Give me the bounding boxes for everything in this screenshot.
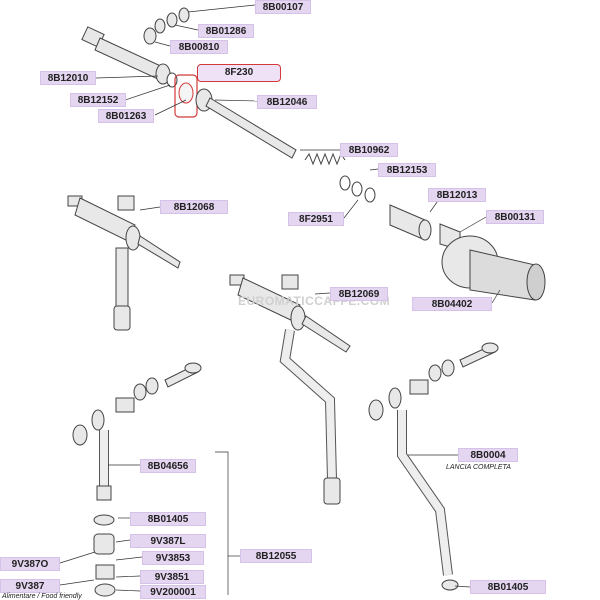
label-8B04402: 8B04402 [412,297,492,311]
label-8B0004: 8B0004 [458,448,518,462]
spring-assembly [304,152,546,301]
label-8B00810: 8B00810 [170,40,228,54]
label-8B12153: 8B12153 [378,163,436,177]
valve-middle [229,274,351,505]
label-9V3853: 9V3853 [142,551,204,565]
label-9V3851: 9V3851 [140,570,204,584]
steam-wand-right [368,342,499,591]
label-8B00107: 8B00107 [255,0,311,14]
label-8B00131: 8B00131 [486,210,544,224]
label-8B12010: 8B12010 [40,71,96,85]
label-9V387: 9V387 [0,579,60,593]
label-8B12055: 8B12055 [240,549,312,563]
label-9V200001: 9V200001 [140,585,206,599]
label-8B12068: 8B12068 [160,200,228,214]
note-food-friendly: Alimentare / Food friendly [2,593,82,600]
label-8B12013: 8B12013 [428,188,486,202]
label-8B01405-right: 8B01405 [470,580,546,594]
label-8B01263: 8B01263 [98,109,154,123]
label-8B04656: 8B04656 [140,459,196,473]
label-8B12069: 8B12069 [330,287,388,301]
label-8B12046: 8B12046 [257,95,317,109]
label-8B10962: 8B10962 [340,143,398,157]
washer-stack-top [143,7,190,45]
label-8B12152: 8B12152 [70,93,126,107]
valve-body-top [81,26,297,159]
steam-wand-left [72,362,202,597]
label-8B01286: 8B01286 [198,24,254,38]
label-9V387L: 9V387L [130,534,206,548]
label-8B01405-left: 8B01405 [130,512,206,526]
label-9V387O: 9V387O [0,557,60,571]
label-8F230: 8F230 [197,64,281,82]
note-lancia-completa: LANCIA COMPLETA [446,464,511,471]
label-8F2951: 8F2951 [288,212,344,226]
leader-lines [59,4,501,595]
valve-left [67,195,181,331]
